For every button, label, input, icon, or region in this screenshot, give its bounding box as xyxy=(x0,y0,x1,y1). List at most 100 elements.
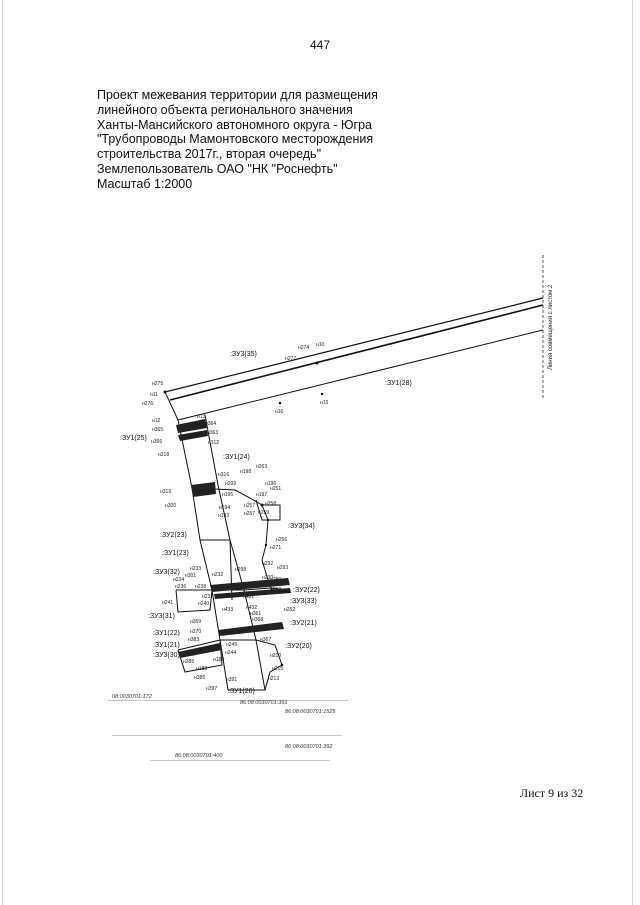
point-label: н316 xyxy=(218,472,229,478)
zone-label: :ЗУ1(24) xyxy=(223,454,250,461)
point-label: н259 xyxy=(258,510,269,516)
point-label: н293 xyxy=(277,565,288,571)
zone-label: :ЗУ1(28) xyxy=(385,380,412,387)
point-label: н245 xyxy=(226,642,237,648)
point-label: н368 xyxy=(252,617,263,623)
point-label: н252 xyxy=(284,607,295,613)
point-label: н383 xyxy=(188,637,199,643)
point-label: н277 xyxy=(285,356,296,362)
point-label: н364 xyxy=(205,421,216,427)
point-label: н232 xyxy=(212,572,223,578)
point-label: н386 xyxy=(194,675,205,681)
point-label: н298 xyxy=(235,567,246,573)
title-line: "Трубопроводы Мамонтовского месторождени… xyxy=(97,132,374,147)
title-line: Масштаб 1:2000 xyxy=(97,176,193,191)
point-label: н274 xyxy=(298,345,309,351)
point-label: н367 xyxy=(260,637,271,643)
point-label: н230 xyxy=(262,575,273,581)
point-label: н240 xyxy=(198,601,209,607)
point-label: н210 xyxy=(270,653,281,659)
point-label: н318 xyxy=(158,452,169,458)
point-label: н197 xyxy=(256,492,267,498)
crossing-bands xyxy=(176,419,291,658)
point-label: н251 xyxy=(270,486,281,492)
zone-labels: :ЗУ3(35) :ЗУ1(28) :ЗУ1(25) :ЗУ1(24) :ЗУ3… xyxy=(120,351,412,695)
point-label: н365 xyxy=(152,427,163,433)
sheet-number: Лист 9 из 32 xyxy=(520,786,584,800)
cadastral-labels: 08:0030701:172 86:08:0030701:391 86:08:0… xyxy=(112,694,336,759)
scan-edge-right xyxy=(632,0,633,905)
point-label: н300 xyxy=(165,503,176,509)
zone-label: :ЗУ2(22) xyxy=(293,587,320,594)
point-label: н196 xyxy=(265,481,276,487)
point-label: н433 xyxy=(222,607,233,613)
point-label: н385 xyxy=(183,659,194,665)
point-label: н13 xyxy=(197,414,206,420)
title-line: Землепользователь ОАО "НК "Роснефть" xyxy=(97,161,338,176)
point-label: н195 xyxy=(222,492,233,498)
cadastral-label: 08:0030701:172 xyxy=(112,694,152,700)
zone-label: :ЗУ3(32) xyxy=(153,569,180,576)
point-label: н257 xyxy=(244,511,255,517)
pipeline-corridor xyxy=(164,297,544,421)
point-label: н258 xyxy=(265,501,276,507)
point-label: н292 xyxy=(262,561,273,567)
zone-label: :ЗУ1(20) xyxy=(228,688,255,695)
point-label: н397 xyxy=(206,686,217,692)
point-label: н213 xyxy=(268,676,279,682)
cadastral-label: 86:08:0030701:392 xyxy=(285,744,332,750)
zone-label: :ЗУ3(30) xyxy=(153,652,180,659)
title-line: строительства 2017г., вторая очередь" xyxy=(97,147,322,162)
point-label: н189 xyxy=(213,657,224,663)
point-label: н312 xyxy=(208,440,219,446)
background-stipple xyxy=(108,700,348,761)
title-line: линейного объекта регионального значения xyxy=(97,102,353,117)
point-label: н234 xyxy=(173,577,184,583)
point-label: н391 xyxy=(226,677,237,683)
zone-label: :ЗУ1(25) xyxy=(120,435,147,442)
map-title: Проект межевания территории для размещен… xyxy=(97,88,427,192)
point-label: н432 xyxy=(246,605,257,611)
cadastral-label: 86:08:0030701:1525 xyxy=(285,709,336,715)
zone-label: :ЗУ3(35) xyxy=(230,351,257,358)
scan-edge-left xyxy=(2,0,3,905)
point-label: н384 xyxy=(183,652,194,658)
zone-label: :ЗУ3(31) xyxy=(148,613,175,620)
point-label: н237 xyxy=(202,594,213,600)
point-label: н361 xyxy=(250,611,261,617)
point-label: н431 xyxy=(243,594,254,600)
point-label: н319 xyxy=(160,489,171,495)
point-label: н244 xyxy=(225,650,236,656)
point-label: н299 xyxy=(225,481,236,487)
point-label: н370 xyxy=(190,629,201,635)
zone-label: :ЗУ2(23) xyxy=(160,532,187,539)
zone-label: :ЗУ1(21) xyxy=(153,642,180,649)
zone-label: :ЗУ2(21) xyxy=(290,620,317,627)
point-label: н263 xyxy=(256,464,267,470)
point-label: н241 xyxy=(162,600,173,606)
point-labels: н274 н10 н277 н275 н11 н276 н16 н15 н12 … xyxy=(142,342,329,692)
point-label: н194 xyxy=(219,505,230,511)
zone-label: :ЗУ2(20) xyxy=(285,643,312,650)
page-number: 447 xyxy=(309,38,331,52)
point-label: н198 xyxy=(240,469,251,475)
match-line-label: Линия совмещения с листом 2 xyxy=(548,284,554,370)
point-label: н262 xyxy=(270,587,281,593)
point-label: н271 xyxy=(270,545,281,551)
zone-label: :ЗУ1(22) xyxy=(153,630,180,637)
point-label: н366 xyxy=(151,439,162,445)
point-label: н289 xyxy=(270,577,281,583)
point-label: н256 xyxy=(276,537,287,543)
point-label: н233 xyxy=(190,566,201,572)
survey-points xyxy=(163,361,324,667)
cadastral-label: 86:08:0030701:391 xyxy=(240,700,287,706)
point-label: н276 xyxy=(142,401,153,407)
point-label: н236 xyxy=(175,584,186,590)
zone-label: :ЗУ3(34) xyxy=(288,523,315,530)
title-line: Ханты-Мансийского автономного округа - Ю… xyxy=(97,117,372,132)
point-label: н11 xyxy=(150,392,158,398)
point-label: н16 xyxy=(275,409,284,415)
point-label: н257 xyxy=(244,503,255,509)
title-line: Проект межевания территории для размещен… xyxy=(97,88,378,102)
